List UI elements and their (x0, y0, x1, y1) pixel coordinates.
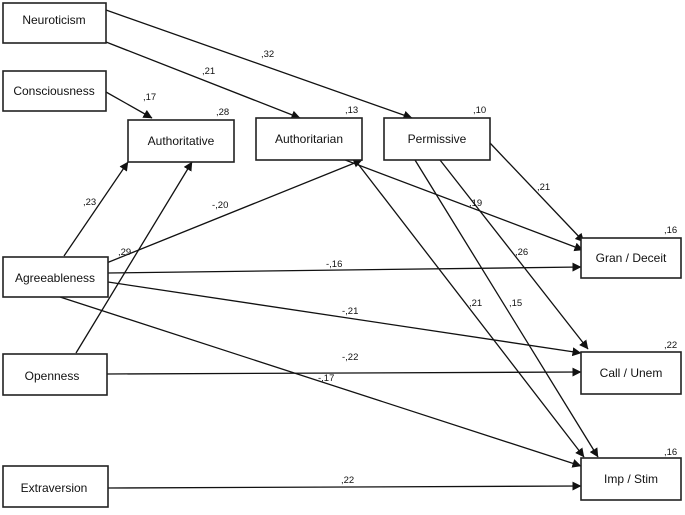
node-permissive: Permissive ,10 (383, 105, 491, 161)
edge-agreeableness-imp-stim (59, 296, 582, 468)
coef-neuroticism-permissive: ,32 (261, 49, 274, 60)
r2-authoritative: ,28 (216, 107, 229, 118)
node-authoritative: Authoritative ,28 (127, 107, 235, 163)
edge-permissive-call-unem (439, 159, 589, 350)
node-authoritarian-label: Authoritarian (275, 132, 343, 146)
node-neuroticism-label: Neuroticism (22, 13, 85, 27)
coef-authoritarian-imp-stim: ,21 (469, 298, 482, 309)
edge-authoritarian-gran-deceit (331, 154, 584, 252)
edge-agreeableness-authoritarian (103, 159, 363, 265)
r2-gran-deceit: ,16 (664, 225, 677, 236)
node-neuroticism: Neuroticism (2, 2, 107, 44)
coef-permissive-call-unem: ,26 (515, 247, 528, 258)
edge-agreeableness-authoritative (63, 161, 129, 257)
r2-imp-stim: ,16 (664, 447, 677, 458)
node-imp-stim: Imp / Stim ,16 (580, 447, 682, 501)
node-call-unem: Call / Unem ,22 (580, 340, 682, 395)
node-consciousness: Consciousness (2, 70, 107, 112)
edges (59, 9, 599, 491)
edge-neuroticism-permissive (105, 9, 413, 120)
node-gran-deceit-label: Gran / Deceit (596, 251, 667, 265)
edge-agreeableness-call-unem (107, 281, 582, 357)
node-call-unem-label: Call / Unem (600, 366, 663, 380)
node-permissive-label: Permissive (408, 132, 467, 146)
coef-agreeableness-authoritative: ,23 (83, 197, 96, 208)
path-coefficients: ,32 ,21 ,17 ,23 -,20 ,29 -,16 -,21 -,17 … (83, 49, 550, 486)
edge-neuroticism-authoritarian (105, 41, 301, 120)
coef-permissive-imp-stim: ,15 (509, 298, 522, 309)
r2-permissive: ,10 (473, 105, 486, 116)
edge-authoritarian-imp-stim (354, 159, 585, 458)
r2-authoritarian: ,13 (345, 105, 358, 116)
node-gran-deceit: Gran / Deceit ,16 (580, 225, 682, 279)
coef-permissive-gran-deceit: ,21 (537, 182, 550, 193)
node-authoritarian: Authoritarian ,13 (255, 105, 363, 161)
node-authoritative-label: Authoritative (148, 134, 215, 148)
edge-openness-authoritative (75, 161, 193, 354)
node-imp-stim-label: Imp / Stim (604, 472, 658, 486)
node-agreeableness-label: Agreeableness (15, 271, 95, 285)
coef-authoritarian-gran-deceit: ,19 (469, 198, 482, 209)
r2-call-unem: ,22 (664, 340, 677, 351)
coef-consciousness-authoritative: ,17 (143, 92, 156, 103)
node-openness-label: Openness (25, 369, 80, 383)
edge-agreeableness-gran-deceit (107, 262, 582, 274)
coef-neuroticism-authoritarian: ,21 (202, 66, 215, 77)
node-consciousness-label: Consciousness (13, 84, 94, 98)
edge-consciousness-authoritative (105, 91, 153, 119)
coef-agreeableness-imp-stim: -,17 (318, 373, 334, 384)
coef-agreeableness-gran-deceit: -,16 (326, 259, 342, 270)
node-extraversion: Extraversion (2, 465, 109, 508)
edge-extraversion-imp-stim (107, 481, 582, 491)
coef-extraversion-imp-stim: ,22 (341, 475, 354, 486)
node-extraversion-label: Extraversion (21, 481, 88, 495)
edge-permissive-imp-stim (414, 159, 599, 458)
coef-agreeableness-authoritarian: -,20 (212, 200, 228, 211)
node-openness: Openness (2, 353, 108, 396)
node-agreeableness: Agreeableness (2, 256, 109, 298)
coef-openness-authoritative: ,29 (118, 247, 131, 258)
edge-openness-call-unem (106, 367, 582, 377)
coef-agreeableness-call-unem: -,21 (342, 306, 358, 317)
edge-permissive-gran-deceit (489, 142, 585, 243)
coef-openness-call-unem: -,22 (342, 352, 358, 363)
